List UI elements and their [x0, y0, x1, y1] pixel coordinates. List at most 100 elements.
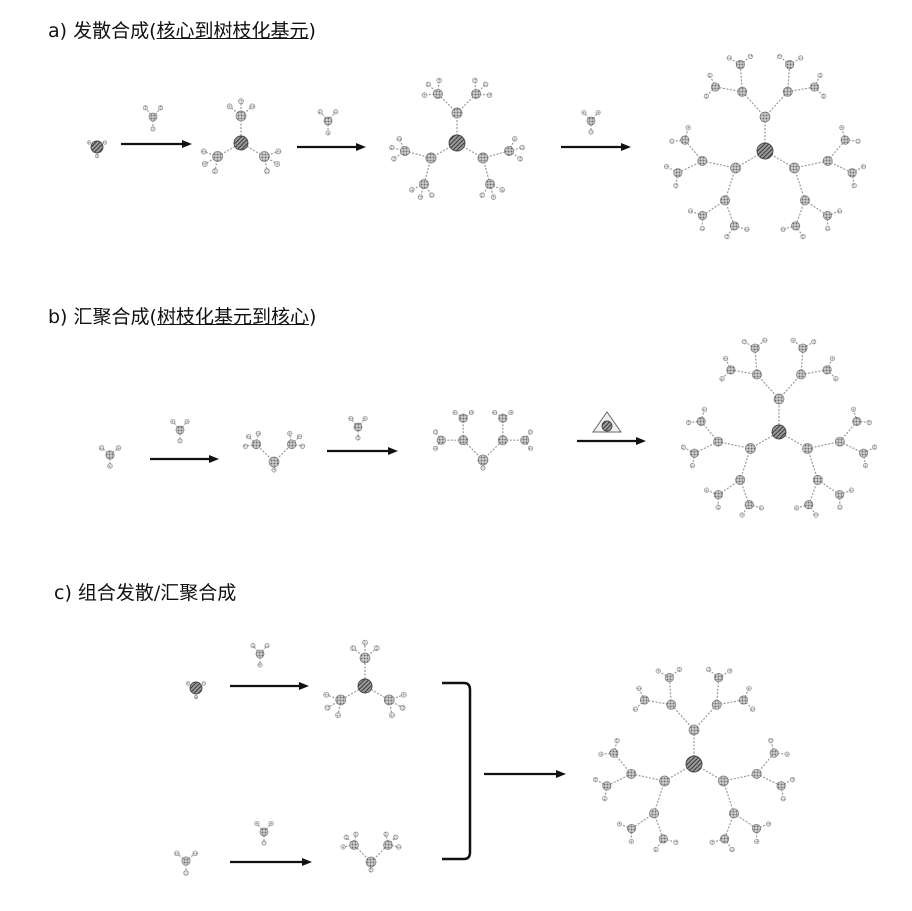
end-group-atom: [250, 104, 255, 109]
end-group-atom: [341, 845, 346, 850]
branch-atom: [745, 500, 753, 508]
end-group-atom: [801, 234, 806, 239]
branch-atom: [674, 169, 682, 177]
end-group-atom: [849, 488, 854, 493]
end-group-atom: [174, 851, 179, 856]
branch-atom: [236, 111, 246, 121]
end-group-atom: [637, 686, 642, 691]
branch-atom: [260, 828, 268, 836]
end-group-atom: [325, 705, 330, 710]
end-group-atom: [814, 513, 819, 518]
branch-atom: [287, 440, 296, 449]
end-group-atom: [363, 416, 367, 420]
end-group-atom: [872, 445, 877, 450]
end-group-atom: [750, 707, 755, 712]
end-group-atom: [186, 682, 190, 686]
end-group-atom: [727, 669, 732, 674]
branch-atom: [459, 436, 468, 445]
arrowhead: [299, 682, 309, 690]
branch-atom: [853, 417, 861, 425]
end-group-atom: [856, 139, 861, 144]
end-group-atom: [763, 338, 768, 343]
branch-atom: [681, 136, 689, 144]
end-group-atom: [794, 506, 799, 511]
end-group-atom: [473, 78, 478, 83]
branch-atom: [796, 370, 805, 379]
end-group-atom: [351, 646, 356, 651]
end-group-atom: [418, 195, 423, 200]
branch-atom: [384, 695, 394, 705]
end-group-atom: [512, 136, 517, 141]
end-group-atom: [143, 106, 147, 110]
end-group-atom: [262, 841, 266, 845]
end-group-atom: [852, 183, 857, 188]
end-group-atom: [596, 110, 600, 114]
branch-atom: [610, 749, 618, 757]
branch-atom: [269, 457, 279, 467]
combine-bracket: [442, 683, 470, 859]
branch-atom: [760, 112, 770, 122]
end-group-atom: [194, 695, 198, 699]
end-group-atom: [500, 187, 505, 192]
end-group-atom: [433, 430, 437, 434]
branch-atom: [499, 414, 507, 422]
branch-atom: [182, 857, 190, 865]
end-group-atom: [99, 446, 104, 451]
end-group-atom: [159, 106, 163, 110]
branch-atom: [252, 440, 261, 449]
branch-atom: [667, 700, 676, 709]
end-group-atom: [409, 187, 414, 192]
end-group-atom: [384, 832, 389, 837]
branch-atom: [640, 696, 648, 704]
end-group-atom: [202, 161, 207, 166]
end-group-atom: [720, 376, 725, 381]
branch-atom: [805, 500, 813, 508]
end-group-atom: [851, 407, 856, 412]
branch-atom: [800, 196, 809, 205]
end-group-atom: [297, 434, 302, 439]
end-group-atom: [670, 139, 675, 144]
branch-atom: [603, 782, 611, 790]
end-group-atom: [344, 835, 349, 840]
end-group-atom: [704, 488, 709, 493]
branch-atom: [712, 700, 721, 709]
end-group-atom: [830, 356, 835, 361]
end-group-atom: [528, 446, 532, 450]
end-group-atom: [264, 169, 269, 174]
branch-atom: [835, 437, 844, 446]
arrowhead: [621, 143, 631, 151]
branch-atom: [752, 370, 761, 379]
end-group-atom: [212, 169, 217, 174]
arrowhead: [636, 437, 646, 445]
arrowhead: [356, 143, 366, 151]
end-group-atom: [704, 94, 709, 99]
core-atom: [602, 421, 612, 431]
end-group-atom: [867, 420, 872, 425]
end-group-atom: [251, 643, 255, 647]
branch-atom: [714, 490, 722, 498]
branch-atom: [752, 824, 760, 832]
end-group-atom: [615, 738, 620, 743]
branch-atom: [478, 153, 488, 163]
end-group-atom: [686, 420, 691, 425]
arrowhead: [182, 140, 192, 148]
end-group-atom: [681, 445, 686, 450]
end-group-atom: [437, 78, 442, 83]
end-group-atom: [834, 376, 839, 381]
end-group-atom: [201, 149, 206, 154]
end-group-atom: [422, 93, 427, 98]
end-group-atom: [674, 183, 679, 188]
end-group-atom: [491, 195, 496, 200]
branch-atom: [841, 136, 849, 144]
end-group-atom: [318, 110, 322, 114]
branch-atom: [213, 152, 223, 162]
branch-atom: [485, 179, 494, 188]
end-group-atom: [374, 646, 379, 651]
end-group-atom: [727, 56, 732, 61]
end-group-atom: [362, 640, 367, 645]
end-group-atom: [840, 125, 845, 130]
branch-atom: [698, 211, 706, 219]
branch-atom: [799, 344, 807, 352]
end-group-atom: [677, 667, 682, 672]
end-group-atom: [837, 209, 842, 214]
